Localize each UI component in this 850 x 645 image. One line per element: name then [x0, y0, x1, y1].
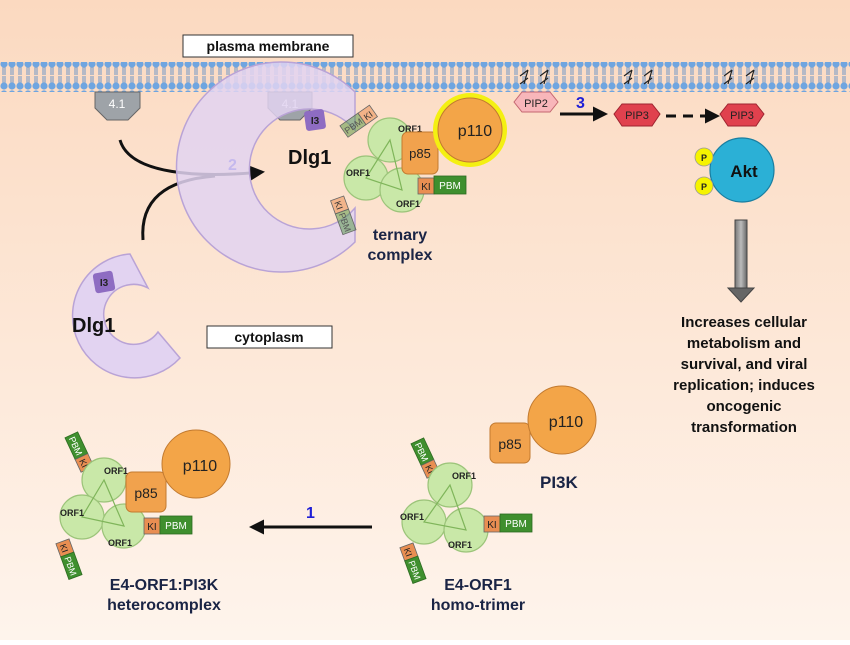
outcome-text: Increases cellular metabolism and surviv…	[673, 314, 815, 436]
svg-text:I3: I3	[311, 116, 320, 127]
e4-orf1-homotrimer: PBM KI ORF1 ORF1 ORF1 KI PBM KI PBM E4-O…	[399, 437, 533, 614]
step-1-number: 1	[306, 505, 315, 522]
svg-text:ORF1: ORF1	[398, 124, 422, 134]
svg-text:replication; induces: replication; induces	[673, 377, 815, 394]
svg-text:KI: KI	[332, 200, 344, 211]
svg-text:KI: KI	[147, 522, 156, 533]
e4-orf1-pi3k-heterocomplex: PBM KI ORF1 ORF1 ORF1 p85 p110 KI PBM KI	[55, 429, 231, 614]
svg-text:4.1: 4.1	[109, 97, 126, 111]
svg-text:ORF1: ORF1	[346, 168, 370, 178]
svg-text:KI: KI	[58, 543, 70, 554]
dlg1-label-free: Dlg1	[72, 315, 115, 337]
svg-text:p110: p110	[549, 414, 584, 431]
svg-text:oncogenic: oncogenic	[706, 398, 781, 415]
dlg1-free: I3 Dlg1	[71, 253, 182, 379]
svg-text:KI: KI	[77, 457, 90, 469]
outcome-down-arrow	[726, 219, 756, 303]
svg-text:ORF1: ORF1	[108, 538, 132, 548]
svg-text:P: P	[701, 153, 707, 163]
phosphate-bottom: P	[694, 176, 714, 196]
ternary-label-line2: complex	[368, 247, 433, 264]
svg-text:p85: p85	[409, 146, 431, 161]
lipid-bilayer	[0, 62, 850, 92]
svg-text:metabolism and: metabolism and	[687, 335, 801, 352]
svg-text:ORF1: ORF1	[448, 540, 472, 550]
svg-text:PIP3: PIP3	[625, 110, 649, 122]
p85-hetero: p85	[125, 471, 167, 513]
svg-text:E4-ORF1: E4-ORF1	[444, 577, 512, 594]
svg-text:PBM: PBM	[439, 181, 461, 192]
ki-pbm-homotrimer-right: KI PBM	[483, 513, 533, 533]
svg-text:ORF1: ORF1	[400, 512, 424, 522]
p110-ternary: p110	[433, 93, 507, 167]
svg-text:survival, and viral: survival, and viral	[681, 356, 808, 373]
svg-text:PIP3: PIP3	[730, 110, 754, 122]
svg-text:PBM: PBM	[165, 521, 187, 532]
svg-text:p85: p85	[134, 485, 158, 501]
svg-text:Increases cellular: Increases cellular	[681, 314, 807, 331]
svg-text:ORF1: ORF1	[104, 466, 128, 476]
step-3-number: 3	[576, 95, 585, 112]
p110-hetero: p110	[161, 429, 231, 499]
svg-text:homo-trimer: homo-trimer	[431, 597, 525, 614]
ternary-complex: I3 Dlg1 PBM KI KI PBM ORF1 ORF1 ORF1 KI	[175, 61, 507, 273]
ki-pbm-ternary-right: KI PBM	[417, 175, 467, 195]
svg-text:PI3K: PI3K	[540, 473, 579, 492]
akt-kinase: Akt	[709, 137, 775, 203]
pip3-lipid-right: PIP3	[719, 69, 765, 127]
svg-text:PBM: PBM	[505, 519, 527, 530]
p85-ternary: p85	[401, 131, 439, 175]
svg-text:ORF1: ORF1	[452, 471, 476, 481]
dlg1-crescent-membrane	[175, 61, 356, 273]
svg-text:ORF1: ORF1	[60, 508, 84, 518]
pip3-lipid-left: PIP3	[613, 69, 661, 127]
cytoplasm-label: cytoplasm	[206, 325, 333, 349]
svg-text:E4-ORF1:PI3K: E4-ORF1:PI3K	[110, 577, 219, 594]
svg-text:Akt: Akt	[730, 162, 758, 181]
svg-text:p85: p85	[498, 436, 522, 452]
svg-text:p110: p110	[458, 123, 493, 140]
svg-text:KI: KI	[421, 182, 430, 193]
pip2-lipid: PIP2	[513, 69, 559, 113]
pbm-ki-ternary-lower: KI PBM	[330, 195, 357, 236]
plasma-membrane-label: plasma membrane	[182, 34, 354, 58]
svg-text:heterocomplex: heterocomplex	[107, 597, 221, 614]
pi3k-free: p85 p110 PI3K	[489, 385, 597, 492]
ki-pbm-homotrimer-bottom: KI PBM	[399, 542, 427, 584]
band-4-1-protein-left: 4.1	[94, 91, 141, 121]
dlg1-label-ternary: Dlg1	[288, 147, 331, 169]
svg-text:I3: I3	[100, 278, 109, 289]
i3-domain-free: I3	[92, 270, 116, 294]
pbm-ki-ternary-upper: PBM KI	[339, 104, 379, 138]
svg-text:cytoplasm: cytoplasm	[234, 329, 303, 345]
svg-text:plasma membrane: plasma membrane	[207, 38, 330, 54]
svg-text:P: P	[701, 182, 707, 192]
svg-text:KI: KI	[402, 547, 414, 558]
ki-pbm-hetero-top: PBM KI	[64, 431, 95, 473]
i3-domain-ternary: I3	[304, 109, 326, 131]
svg-text:KI: KI	[487, 520, 496, 531]
ternary-label-line1: ternary	[373, 227, 427, 244]
svg-text:ORF1: ORF1	[396, 199, 420, 209]
ki-pbm-hetero-right: KI PBM	[143, 515, 193, 535]
svg-text:p110: p110	[183, 458, 218, 475]
svg-text:KI: KI	[423, 463, 436, 475]
ki-pbm-hetero-bottom: KI PBM	[55, 538, 83, 580]
phosphate-top: P	[694, 147, 714, 167]
svg-text:PIP2: PIP2	[524, 98, 548, 110]
svg-text:transformation: transformation	[691, 419, 797, 436]
